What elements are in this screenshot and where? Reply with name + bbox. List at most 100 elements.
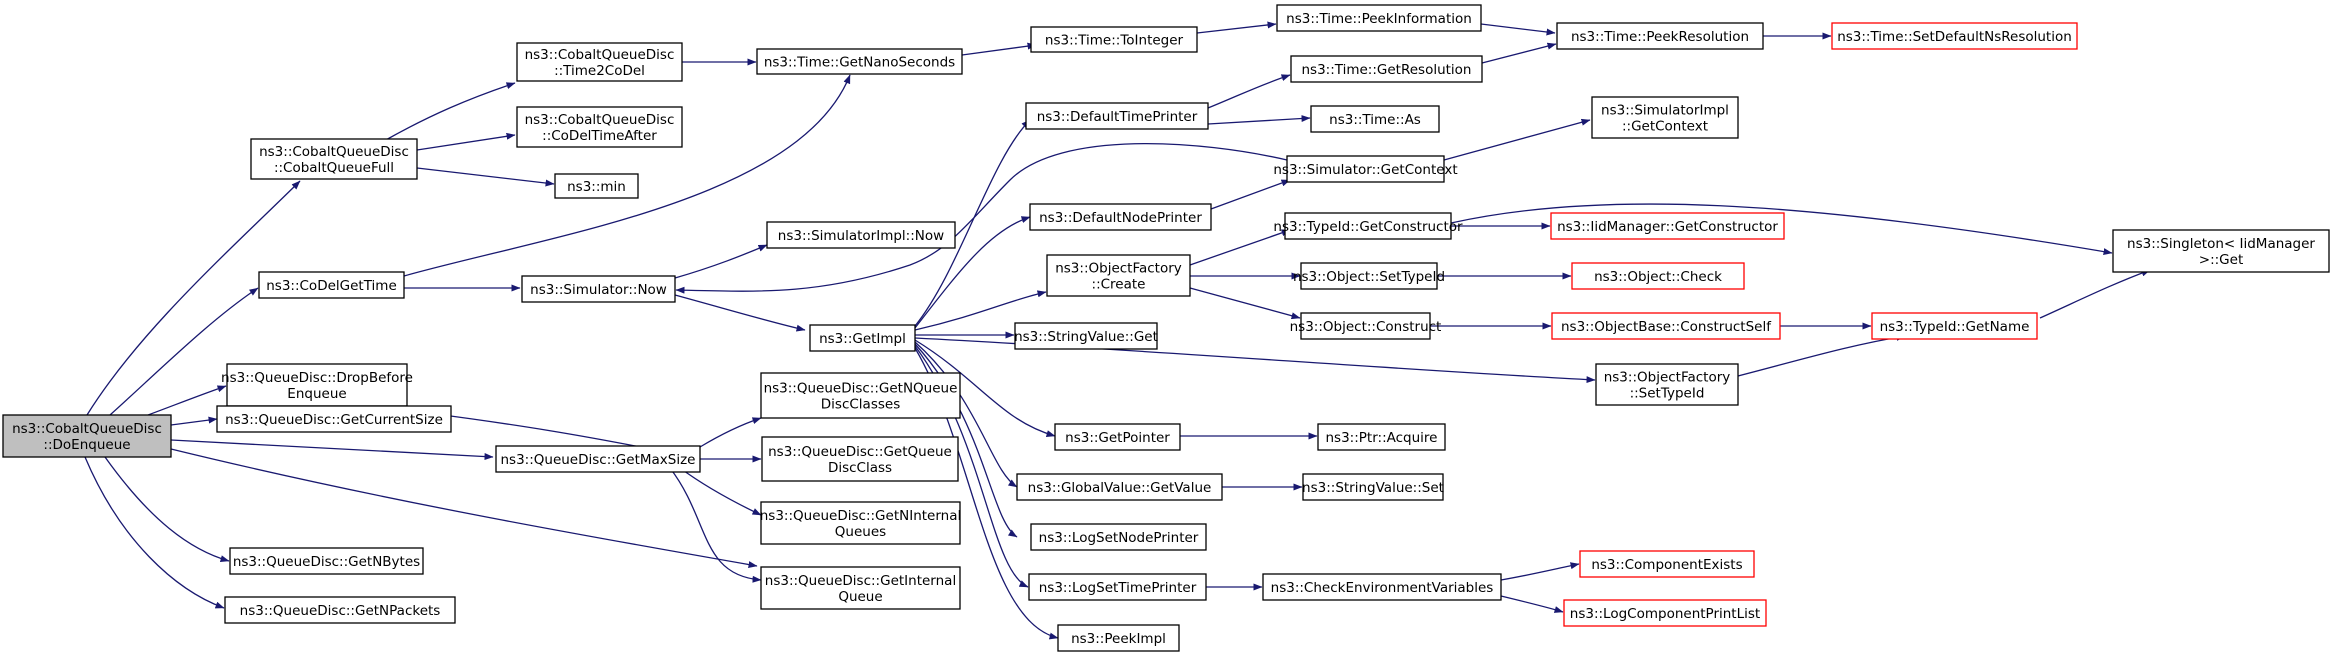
node-label: ::SetTypeId bbox=[1630, 386, 1705, 402]
node-label: ns3::LogSetTimePrinter bbox=[1039, 580, 1197, 596]
node-box bbox=[809, 324, 916, 352]
node-getcurrentsize[interactable]: ns3::QueueDisc::GetCurrentSize bbox=[216, 405, 452, 433]
edge bbox=[84, 456, 225, 609]
node-timeas[interactable]: ns3::Time::As bbox=[1310, 105, 1440, 133]
node-label: ns3::CobaltQueueDisc bbox=[12, 421, 162, 437]
node-label: ns3::QueueDisc::GetNPackets bbox=[240, 603, 441, 619]
node-getresolution[interactable]: ns3::Time::GetResolution bbox=[1290, 55, 1483, 83]
node-logcomponentprintlist[interactable]: ns3::LogComponentPrintList bbox=[1563, 599, 1767, 627]
node-tointeger[interactable]: ns3::Time::ToInteger bbox=[1030, 26, 1198, 53]
node-getmaxsize[interactable]: ns3::QueueDisc::GetMaxSize bbox=[495, 445, 701, 473]
edge bbox=[403, 74, 851, 277]
node-min[interactable]: ns3::min bbox=[554, 173, 639, 199]
node-box bbox=[2, 414, 172, 458]
edge bbox=[1196, 21, 1277, 34]
node-label: ns3::TypeId::GetConstructor bbox=[1273, 219, 1463, 235]
node-peekinformation[interactable]: ns3::Time::PeekInformation bbox=[1276, 4, 1482, 32]
node-label: ns3::min bbox=[567, 179, 626, 195]
node-objectconstruct[interactable]: ns3::Object::Construct bbox=[1290, 312, 1442, 340]
node-objectfactorycreate[interactable]: ns3::ObjectFactory::Create bbox=[1046, 254, 1191, 297]
node-box bbox=[1595, 363, 1739, 406]
node-box bbox=[1286, 155, 1445, 183]
node-label: ns3::DefaultNodePrinter bbox=[1039, 210, 1202, 226]
node-setdefaultnsresolution[interactable]: ns3::Time::SetDefaultNsResolution bbox=[1831, 22, 2078, 50]
node-getnpackets[interactable]: ns3::QueueDisc::GetNPackets bbox=[224, 596, 456, 624]
node-getnanoseconds[interactable]: ns3::Time::GetNanoSeconds bbox=[756, 48, 963, 75]
node-codelgettime[interactable]: ns3::CoDelGetTime bbox=[258, 271, 405, 299]
edge bbox=[1500, 595, 1564, 613]
node-componentexists[interactable]: ns3::ComponentExists bbox=[1579, 550, 1755, 578]
edge bbox=[427, 410, 662, 452]
node-objectfactorysettypeid[interactable]: ns3::ObjectFactory::SetTypeId bbox=[1595, 363, 1739, 406]
node-logsettimeprinter[interactable]: ns3::LogSetTimePrinter bbox=[1028, 573, 1207, 601]
node-label: ns3::CoDelGetTime bbox=[266, 278, 397, 294]
node-time2codel[interactable]: ns3::CobaltQueueDisc::Time2CoDel bbox=[516, 42, 683, 82]
node-peekresolution[interactable]: ns3::Time::PeekResolution bbox=[1556, 22, 1764, 50]
node-getnbytes[interactable]: ns3::QueueDisc::GetNBytes bbox=[229, 547, 424, 575]
node-label: ns3::Ptr::Acquire bbox=[1326, 430, 1438, 446]
node-label: >::Get bbox=[2199, 252, 2243, 268]
node-label: ns3::Time::PeekResolution bbox=[1571, 29, 1749, 45]
node-objectcheck[interactable]: ns3::Object::Check bbox=[1571, 262, 1745, 290]
node-getimpl[interactable]: ns3::GetImpl bbox=[809, 324, 916, 352]
node-stringvalueset[interactable]: ns3::StringValue::Set bbox=[1302, 473, 1444, 501]
node-doenqueue[interactable]: ns3::CobaltQueueDisc::DoEnqueue bbox=[2, 414, 172, 458]
node-box bbox=[760, 501, 961, 545]
node-simnow[interactable]: ns3::Simulator::Now bbox=[521, 275, 676, 303]
node-defaultnodeprinter[interactable]: ns3::DefaultNodePrinter bbox=[1029, 203, 1212, 231]
node-defaulttimeprinter[interactable]: ns3::DefaultTimePrinter bbox=[1025, 102, 1209, 130]
node-peekimpl[interactable]: ns3::PeekImpl bbox=[1057, 624, 1180, 652]
node-label: ns3::Time::PeekInformation bbox=[1286, 11, 1472, 27]
node-box bbox=[1579, 550, 1755, 578]
node-box bbox=[766, 221, 956, 249]
node-logsetnodeprinter[interactable]: ns3::LogSetNodePrinter bbox=[1030, 523, 1207, 551]
node-simimplnow[interactable]: ns3::SimulatorImpl::Now bbox=[766, 221, 956, 249]
node-codeltimeafter[interactable]: ns3::CobaltQueueDisc::CoDelTimeAfter bbox=[516, 106, 683, 148]
edge bbox=[104, 456, 230, 563]
edge bbox=[1443, 118, 1591, 161]
node-getpointer[interactable]: ns3::GetPointer bbox=[1054, 423, 1181, 451]
node-typeidgetconstructor[interactable]: ns3::TypeId::GetConstructor bbox=[1273, 212, 1463, 240]
node-label: ns3::Object::Check bbox=[1594, 269, 1722, 285]
node-simgetcontext[interactable]: ns3::Simulator::GetContext bbox=[1273, 155, 1458, 183]
node-box bbox=[229, 547, 424, 575]
node-stringvalueget[interactable]: ns3::StringValue::Get bbox=[1014, 322, 1158, 350]
node-ptracquire[interactable]: ns3::Ptr::Acquire bbox=[1317, 423, 1446, 451]
edge bbox=[914, 216, 1031, 329]
node-globalvaluegetvalue[interactable]: ns3::GlobalValue::GetValue bbox=[1016, 473, 1223, 501]
node-box bbox=[1028, 573, 1207, 601]
node-box bbox=[516, 106, 683, 148]
edge bbox=[1189, 287, 1301, 320]
node-checkenvvars[interactable]: ns3::CheckEnvironmentVariables bbox=[1262, 573, 1502, 601]
node-label: ns3::Time::SetDefaultNsResolution bbox=[1837, 29, 2072, 45]
edge bbox=[139, 385, 227, 419]
node-box bbox=[226, 363, 408, 407]
node-label: ns3::IidManager::GetConstructor bbox=[1557, 219, 1778, 235]
node-label: DiscClass bbox=[828, 460, 892, 476]
node-label: ns3::SimulatorImpl bbox=[1601, 103, 1729, 119]
node-simimplgetcontext[interactable]: ns3::SimulatorImpl::GetContext bbox=[1591, 96, 1739, 139]
node-typeidgetname[interactable]: ns3::TypeId::GetName bbox=[1871, 312, 2038, 340]
node-objectbaseconstructself[interactable]: ns3::ObjectBase::ConstructSelf bbox=[1551, 312, 1781, 340]
node-box bbox=[258, 271, 405, 299]
node-box bbox=[1317, 423, 1446, 451]
node-label: ns3::Simulator::GetContext bbox=[1273, 162, 1457, 178]
node-label: Queues bbox=[835, 524, 886, 540]
edge bbox=[383, 82, 516, 142]
edge bbox=[1480, 23, 1556, 36]
node-objectsettypeid[interactable]: ns3::Object::SetTypeId bbox=[1293, 262, 1445, 290]
node-cobaltqueuefull[interactable]: ns3::CobaltQueueDisc::CobaltQueueFull bbox=[250, 138, 418, 180]
node-label: ns3::LogSetNodePrinter bbox=[1039, 530, 1199, 546]
node-label: Queue bbox=[838, 589, 882, 605]
node-iidmanagergetconstructor[interactable]: ns3::IidManager::GetConstructor bbox=[1550, 212, 1785, 240]
node-box bbox=[2112, 229, 2330, 273]
edge bbox=[674, 294, 806, 332]
node-singletonget[interactable]: ns3::Singleton< IidManager >::Get bbox=[2112, 229, 2330, 273]
edge bbox=[86, 180, 301, 416]
